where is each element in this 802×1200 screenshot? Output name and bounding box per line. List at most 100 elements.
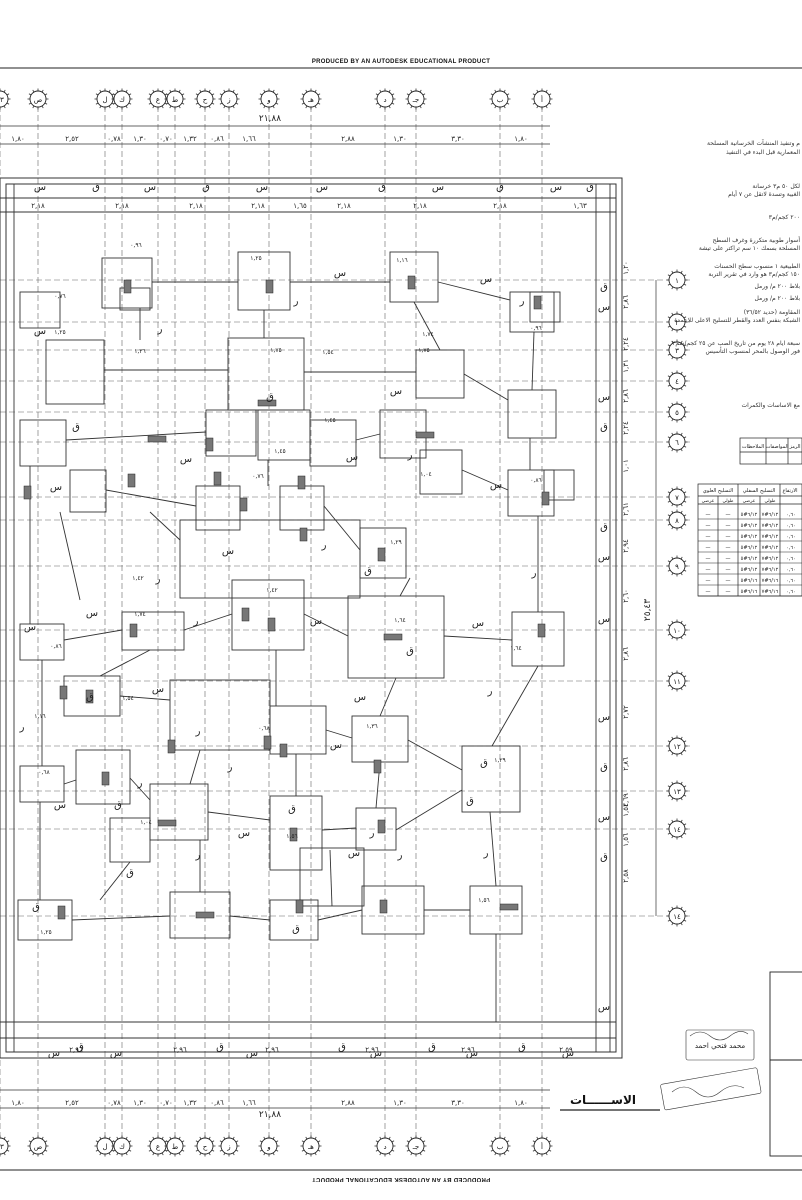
note-line: مع الاساسات والكمرات <box>741 402 800 409</box>
schedule-cell: ٦/١٢#٥ <box>741 512 758 518</box>
dimension-text: ١,٨٠ <box>514 135 528 143</box>
inner-dimension-text: ١,٠٤ <box>140 819 152 826</box>
dimension-text: ١,٦٦ <box>242 1099 256 1107</box>
beam-label: ر <box>137 778 143 789</box>
top-tag-label: ط <box>172 96 178 104</box>
dimension-text: ٢,٩٦ <box>365 1046 379 1054</box>
beam-label: س <box>346 452 358 463</box>
beam-label: س <box>246 1048 258 1059</box>
bottom-tag-label: ب <box>497 1143 504 1151</box>
dimension-text: ٢,٨٦ <box>622 757 630 771</box>
row-tag: ١٣ <box>666 780 688 802</box>
schedule-header-bottom: التسليح السفلي <box>743 488 776 494</box>
bottom-tag: ح <box>194 1135 216 1157</box>
inner-dimension-text: ١,٧٤ <box>422 331 434 338</box>
schedule-cell: — <box>706 578 711 584</box>
top-tag: د <box>374 88 396 110</box>
row-tag: ٥ <box>666 401 688 423</box>
schedule-cell: ٦/١٦#٥ <box>741 578 758 584</box>
row-tag: ٣ <box>666 339 688 361</box>
schedule-sub-4: طولي <box>764 499 775 504</box>
schedule-cell: ٦/١٢#٧ <box>762 512 779 518</box>
dimension-text: ١,٣٠ <box>133 135 147 143</box>
bottom-tag-label: ط <box>172 1143 178 1151</box>
signature-stamp <box>660 1029 762 1111</box>
dimension-text: ٢,٢٤ <box>622 421 630 435</box>
top-tag: ز <box>218 88 240 110</box>
note-line: الطبيعية ١ منسوب سطح الحسنات <box>714 263 800 270</box>
schedule-cell: — <box>706 556 711 562</box>
dimension-text: ٠,٧٨ <box>107 1099 121 1107</box>
top-tag: جـ <box>405 88 427 110</box>
bottom-tag: ص <box>27 1135 49 1157</box>
top-tag-label: هـ <box>307 96 314 104</box>
dimension-text: ٠,٨٦ <box>210 1099 224 1107</box>
dimension-text: ١,٦٣ <box>573 202 587 210</box>
beam-label: س <box>238 828 250 839</box>
schedule-cell: ٦/١٦#٧ <box>762 589 779 595</box>
dimension-text: ١,٣١ <box>622 359 630 373</box>
inner-dimension-text: ١,٤٢ <box>132 575 144 582</box>
bottom-tag: د <box>374 1135 396 1157</box>
schedule-cell: — <box>706 567 711 573</box>
beam-label: س <box>34 182 46 193</box>
schedule-cell: — <box>706 534 711 540</box>
schedule-cell: ٦/١٦#٥ <box>741 589 758 595</box>
bottom-tag: ل <box>94 1135 116 1157</box>
beam-label: س <box>490 480 502 491</box>
bottom-tag-label: ح <box>203 1143 208 1151</box>
beam-label: س <box>348 848 360 859</box>
bottom-tag: ب <box>489 1135 511 1157</box>
bottom-tag-label: أ <box>541 1142 543 1151</box>
beam-label: ق <box>92 182 100 193</box>
schedule-cell: — <box>726 589 731 595</box>
schedule-cell: — <box>726 578 731 584</box>
column-stubs <box>23 275 550 920</box>
bottom-tag-label: هـ <box>307 1143 314 1151</box>
beam-label: س <box>144 182 156 193</box>
beam-label: ر <box>369 828 375 839</box>
dimension-text: ٢,٥٩ <box>559 1046 573 1054</box>
bottom-tag-label: ع <box>156 1143 161 1151</box>
dimension-text: ٢,٩٦ <box>265 1046 279 1054</box>
note-line: سبعة ايام ٢٨ يوم من تاريخ الصب عن ٢٥ كجم… <box>672 340 800 347</box>
top-tag: ل <box>94 88 116 110</box>
inner-dimension-text: ٠,٩٦ <box>530 325 542 332</box>
inner-dimension-text: ١,٣٦ <box>366 723 378 730</box>
top-tag: ص <box>27 88 49 110</box>
inner-dimension-text: ١,٢٥ <box>250 255 262 262</box>
beam-label: ق <box>338 1042 346 1053</box>
top-tag-label: ب <box>497 96 504 104</box>
row-tag: ٩ <box>666 555 688 577</box>
beam-label: س <box>86 608 98 619</box>
dimension-text: ٢,١٨ <box>413 202 427 210</box>
beam-label: س <box>222 546 234 557</box>
beam-label: ر <box>407 450 413 461</box>
dimension-text: ٢,٥٢ <box>65 1099 79 1107</box>
row-tag-label: ٤ <box>675 378 679 386</box>
beam-label: ق <box>114 800 122 811</box>
top-dimension-line <box>0 125 657 1109</box>
beam-label: س <box>466 1048 478 1059</box>
row-tag-label: ١٠ <box>673 627 681 635</box>
beam-label: س <box>316 182 328 193</box>
schedule-cell: — <box>706 512 711 518</box>
beam-label: ق <box>72 422 80 433</box>
top-tag-label: ك <box>119 96 125 104</box>
schedule-table <box>697 483 802 597</box>
bottom-tag-label: د <box>383 1143 386 1151</box>
bottom-tag: ك <box>111 1135 133 1157</box>
beam-label: س <box>432 182 444 193</box>
beam-label: ق <box>466 796 474 807</box>
schedule-sub-2: طولي <box>722 499 733 504</box>
dimension-text: ٢,٦٠ <box>622 589 630 603</box>
bottom-tag-label: و <box>266 1143 270 1151</box>
inner-dimension-text: ١,٢٩ <box>494 757 506 764</box>
bottom-tag-label: ٣٣ <box>0 1143 4 1151</box>
schedule-sub-3: عرضي <box>743 499 756 504</box>
dimension-text: ٣,٣٠ <box>451 135 465 143</box>
